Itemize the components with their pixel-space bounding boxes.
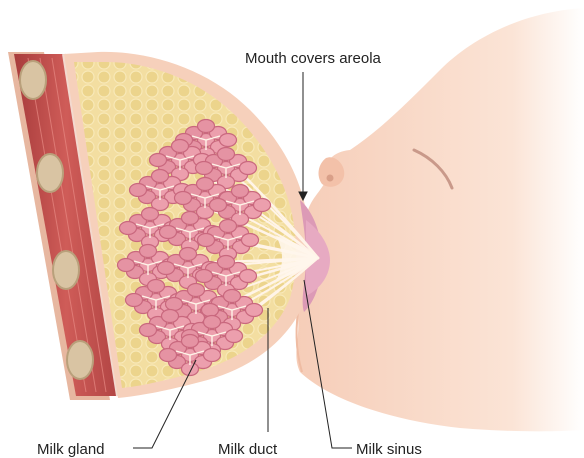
lobule-icon [202,304,219,317]
lobule-icon [172,140,189,153]
lobule-icon [140,245,157,258]
lobule-icon [240,270,257,283]
lobule-icon [218,256,235,269]
lobule-icon [160,226,177,239]
lobule-icon [188,284,205,297]
lobule-icon [118,259,135,272]
lobule-icon [150,154,167,167]
lobule-icon [148,280,165,293]
lobule-icon [218,148,235,161]
lobule-icon [120,222,137,235]
lobule-icon [160,349,177,362]
lobule-icon [242,234,259,247]
lobule-icon [182,335,199,348]
lobule-icon [162,310,179,323]
lobule-icon [152,170,169,183]
label-mouth-covers-areola: Mouth covers areola [245,50,382,67]
lobule-icon [198,234,215,247]
lobule-icon [126,294,143,307]
lobule-icon [140,324,157,337]
lobule-icon [204,316,221,329]
lobule-icon [196,162,213,175]
lobule-icon [210,199,227,212]
lobule-icon [197,178,214,191]
label-milk-sinus: Milk sinus [356,441,422,458]
lobule-icon [175,192,192,205]
lobule-icon [204,349,221,362]
label-milk-duct: Milk duct [218,441,278,458]
lobule-icon [232,185,249,198]
rib-icon [53,251,79,289]
lobule-icon [254,199,271,212]
rib-icon [20,61,46,99]
lobule-icon [220,134,237,147]
lobule-icon [246,304,263,317]
nostril [327,175,334,182]
rib-icon [67,341,93,379]
lobule-icon [182,212,199,225]
lobule-icon [142,208,159,221]
rib-icon [37,154,63,192]
lobule-icon [198,120,215,133]
baby-face [296,8,584,431]
lobule-icon [220,220,237,233]
lobule-icon [196,270,213,283]
lobule-icon [158,262,175,275]
lobule-icon [130,184,147,197]
lobule-icon [166,298,183,311]
label-milk-gland: Milk gland [37,441,105,458]
lobule-icon [226,330,243,343]
lobule-icon [180,248,197,261]
lobule-icon [240,162,257,175]
lobule-icon [224,290,241,303]
